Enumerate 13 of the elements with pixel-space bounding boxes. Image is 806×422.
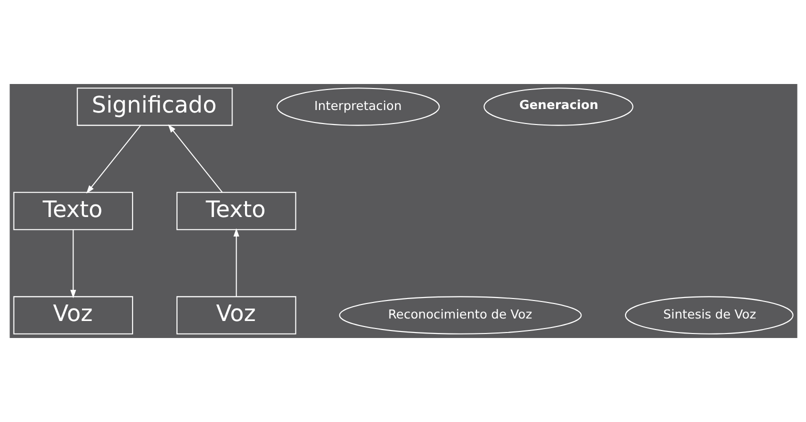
node-box: Significado bbox=[76, 88, 232, 126]
node-box: Texto bbox=[12, 192, 133, 230]
node-ellipse: Reconocimiento de Voz bbox=[338, 296, 582, 334]
node-box: Texto bbox=[176, 192, 296, 230]
arrow bbox=[70, 230, 76, 298]
node-box: Voz bbox=[176, 296, 296, 334]
arrow bbox=[168, 124, 222, 193]
node-box: Voz bbox=[12, 296, 133, 334]
node-ellipse: Generacion bbox=[483, 88, 633, 126]
node-ellipse: Interpretacion bbox=[276, 88, 440, 126]
node-ellipse: Sintesis de Voz bbox=[624, 296, 793, 334]
arrow bbox=[86, 125, 140, 194]
arrow bbox=[232, 228, 239, 297]
